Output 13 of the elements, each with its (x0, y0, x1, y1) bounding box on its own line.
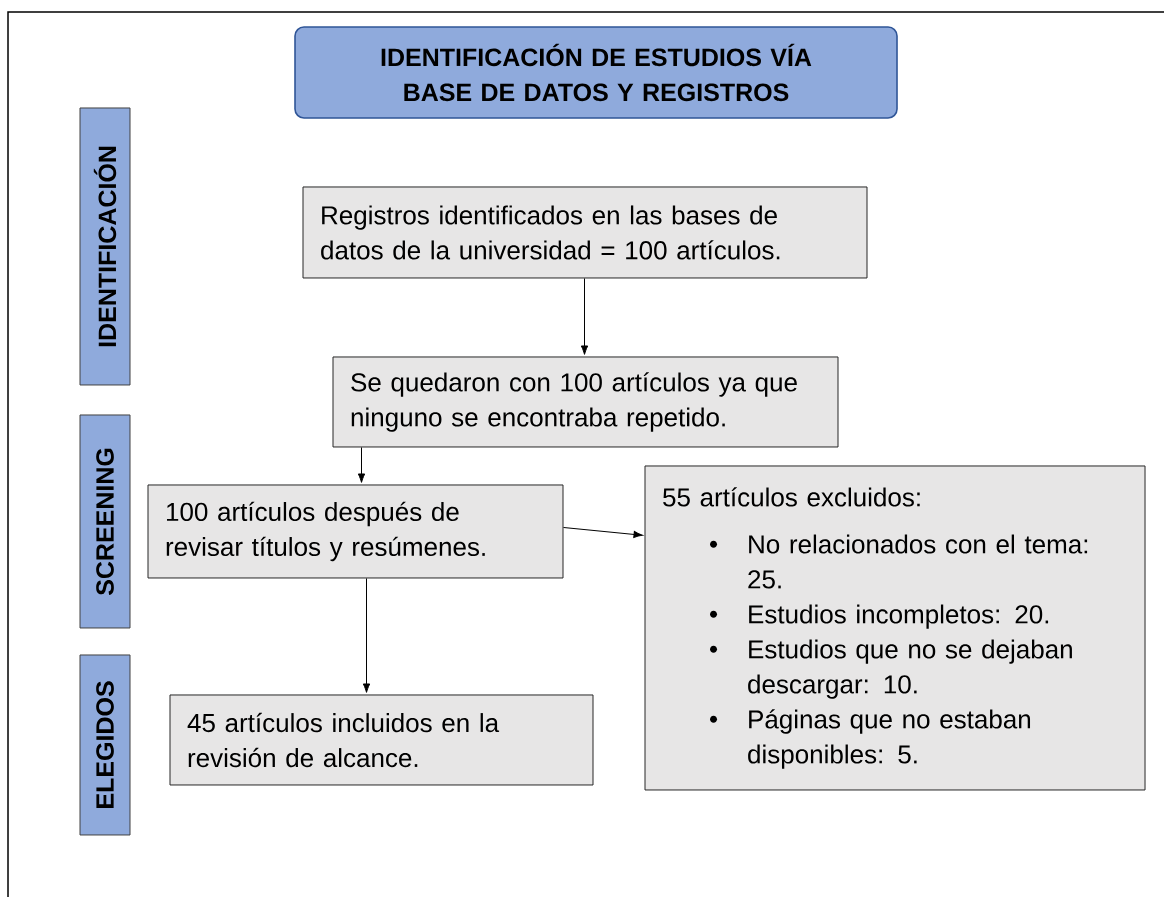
stage-band: IDENTIFICACIÓN (79, 107, 131, 386)
process-box: 45 artículos incluidos en la revisión de alcance. (169, 694, 594, 786)
stage-band: SCREENING (79, 414, 131, 629)
arrow (563, 527, 643, 539)
arrow (357, 447, 366, 483)
exclusion-box: 55 artículos excluidos: No relacionados con el tema: 25. Estudios incompletos: 20. Estudios que no se dejaban descargar: 10. Páginas que no estaban disponibles: 5. (644, 465, 1146, 791)
process-box: Se quedaron con 100 artículos ya que ninguno se encontraba repetido. (332, 356, 839, 448)
arrow (362, 578, 371, 693)
arrow (580, 278, 589, 355)
process-box: Registros identificados en las bases de datos de la universidad = 100 artículos. (302, 186, 868, 279)
stage-band: ELEGIDOS (79, 654, 131, 836)
title-box: IDENTIFICACIÓN DE ESTUDIOS VÍA BASE DE DATOS Y REGISTROS (294, 26, 898, 119)
process-box: 100 artículos después de revisar títulos y resúmenes. (147, 484, 564, 579)
